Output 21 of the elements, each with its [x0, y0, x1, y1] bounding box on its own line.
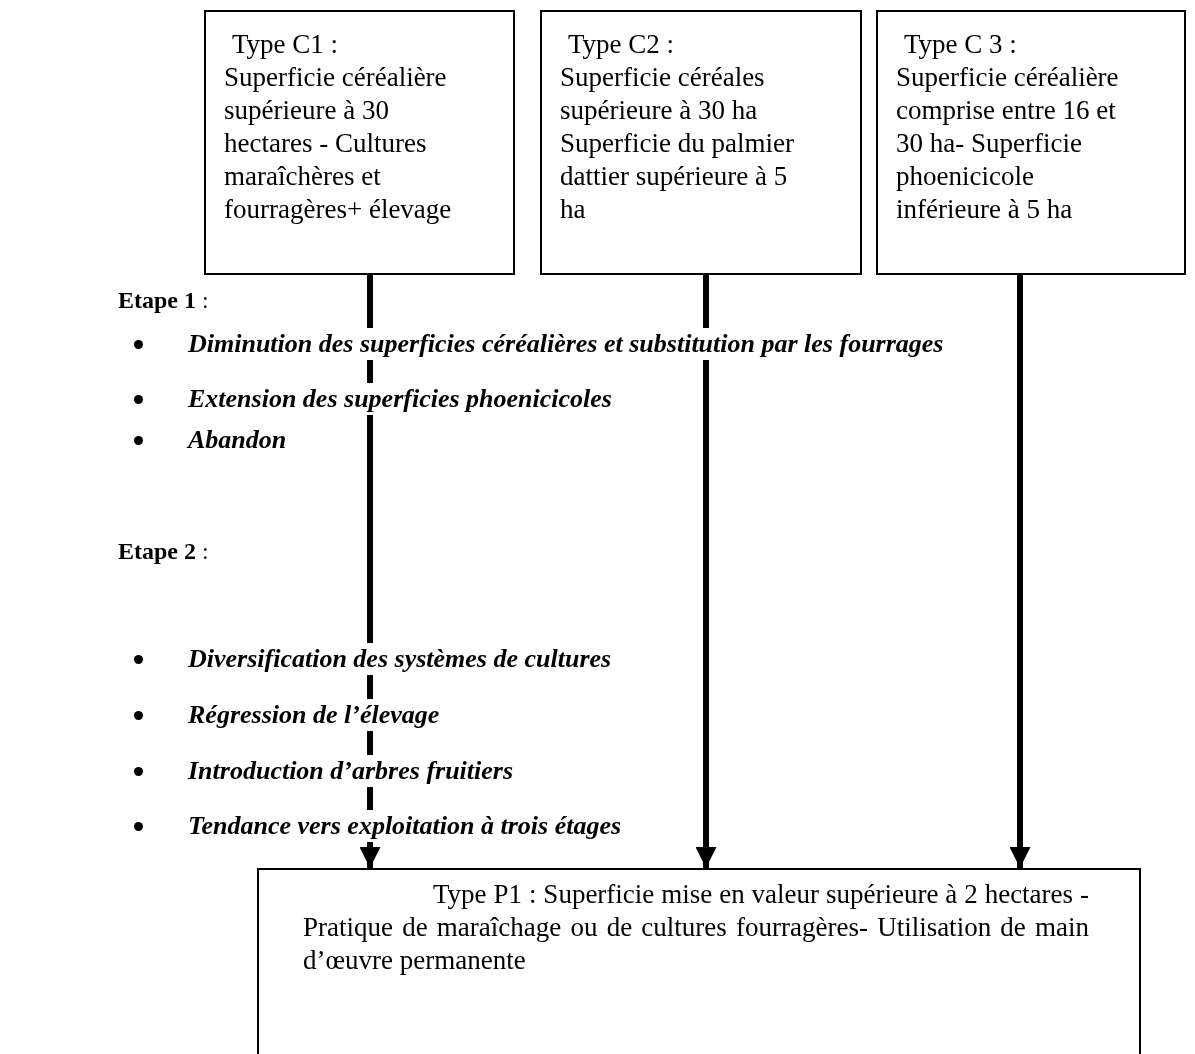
process-box — [876, 10, 1186, 275]
process-box — [204, 10, 515, 275]
step-heading: Etape 1 : — [118, 286, 209, 315]
process-box — [540, 10, 862, 275]
bullet-text: Introduction d’arbres fruitiers — [188, 755, 514, 787]
box-heading: Type C2 : — [567, 28, 676, 61]
bullet-text: Régression de l’élevage — [188, 699, 440, 731]
box-heading: Type C1 : — [231, 28, 340, 61]
bullet-text: Diversification des systèmes de cultures — [188, 643, 612, 675]
box-text: Superficie céréales supérieure à 30 ha Superficie du palmier dattier supérieure à 5 ha — [560, 61, 795, 226]
bullet-text: Diminution des superficies céréalières et substitution par les fourrages — [188, 328, 944, 360]
process-box — [257, 868, 1141, 1054]
box-heading: Type C 3 : — [903, 28, 1018, 61]
step-heading: Etape 2 : — [118, 537, 209, 566]
bullet-text: Extension des superficies phoenicicoles — [188, 383, 612, 415]
box-text: Type P1 : Superficie mise en valeur supérieure à 2 hectares - Pratique de maraîchage ou de cultures fourragères- Utilisation de main d’œuvre permanente — [303, 878, 1089, 977]
box-text: Superficie céréalière comprise entre 16 et 30 ha- Superficie phoenicicole inférieure à 5 ha — [896, 61, 1120, 226]
arrow — [695, 275, 717, 868]
arrow — [1009, 275, 1031, 868]
bullet-text: Tendance vers exploitation à trois étages — [188, 810, 622, 842]
box-text: Superficie céréalière supérieure à 30 hectares - Cultures maraîchères et fourragères+ élevage — [224, 61, 453, 226]
